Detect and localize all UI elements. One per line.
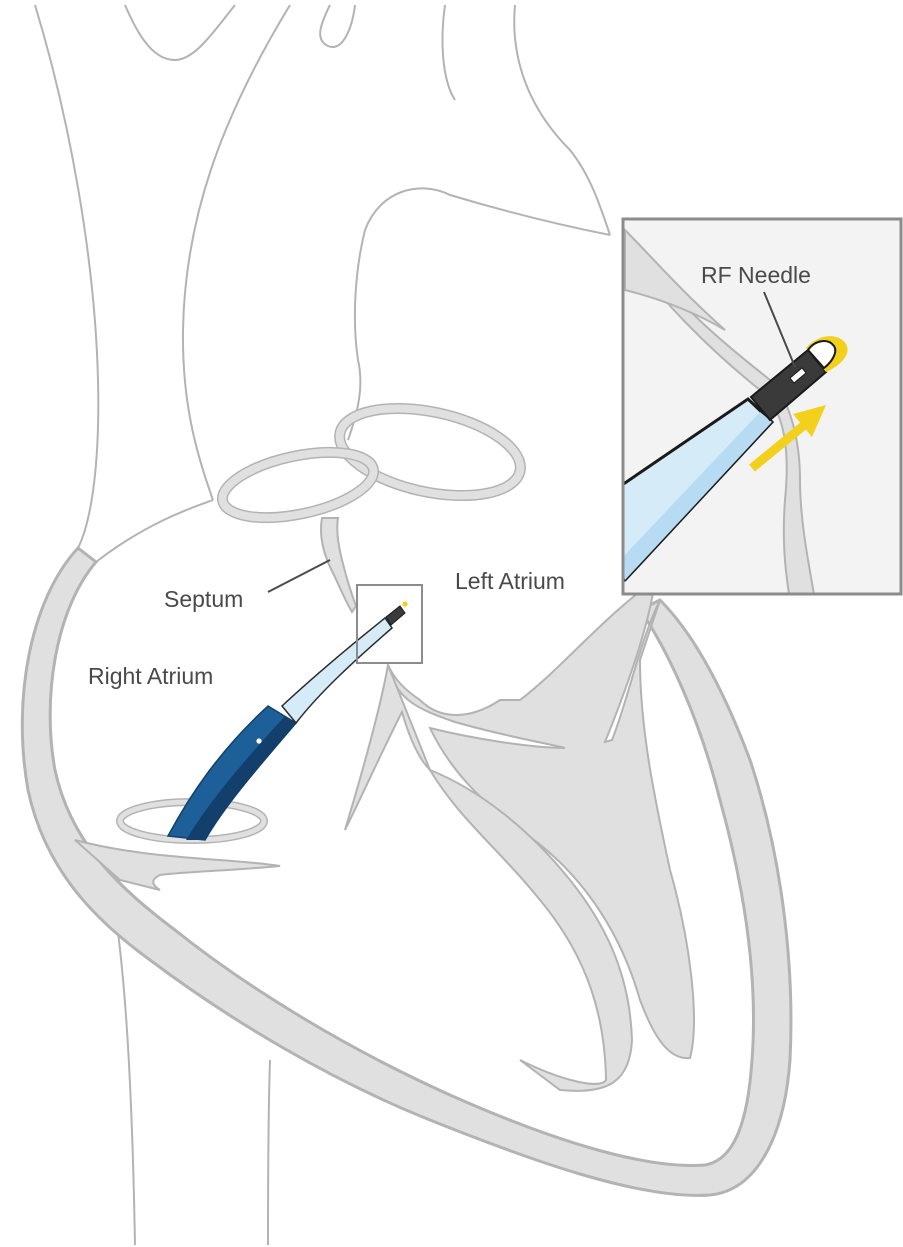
septum-label: Septum [164, 588, 243, 611]
septum-lower-branch [345, 665, 430, 830]
inferior-vena-cava-right [268, 1060, 270, 1245]
ventricles [345, 580, 694, 1091]
septum-leader-line [268, 560, 330, 592]
aortic-arch-branch-1 [125, 5, 235, 60]
right-atrium-inner-outline [96, 500, 213, 562]
superior-vena-cava-left-wall [35, 5, 98, 548]
right-atrium-label: Right Atrium [88, 665, 213, 688]
needle-shaft [386, 606, 405, 625]
pulmonary-trunk [365, 188, 610, 235]
rf-needle-label: RF Needle [701, 264, 811, 287]
aorta-wall-right [514, 5, 610, 235]
dilator-sheath [282, 618, 392, 723]
aortic-valve-ring-inner [217, 441, 380, 530]
left-atrium-label: Left Atrium [455, 570, 565, 593]
aortic-arch-branch-2 [320, 5, 355, 47]
aorta-wall-left [442, 5, 455, 100]
needle-tip [402, 601, 407, 606]
catheter [168, 601, 408, 840]
atrial-septum [321, 518, 356, 612]
interventricular-septum [388, 580, 694, 1058]
superior-vena-cava-right-wall [183, 5, 290, 500]
catheter-marker-dot [256, 738, 261, 743]
